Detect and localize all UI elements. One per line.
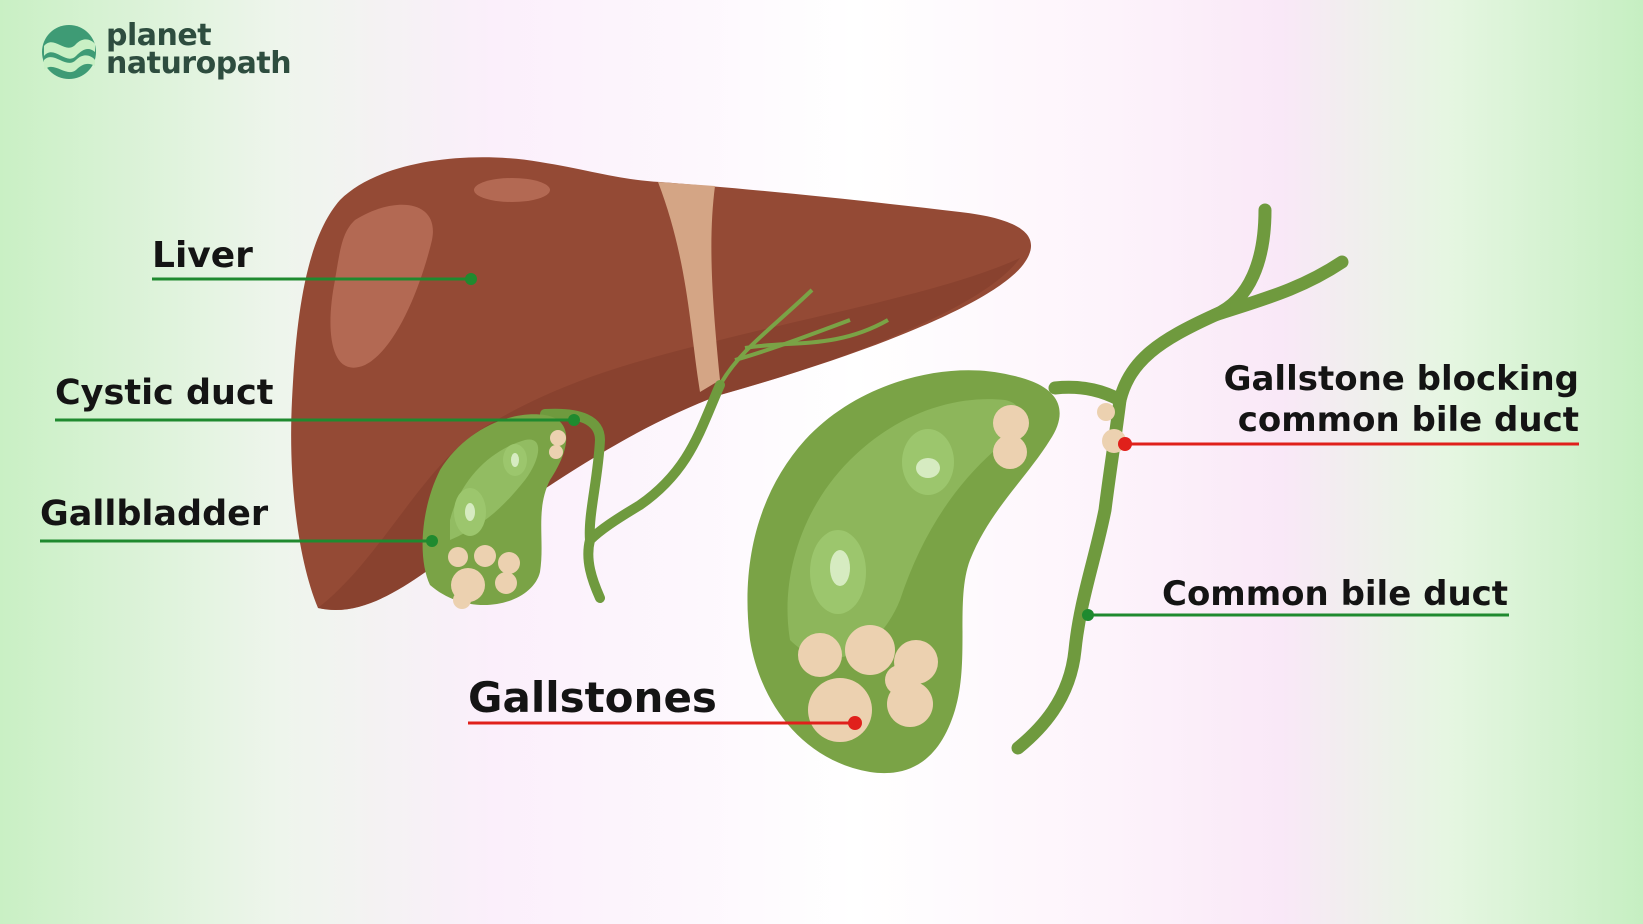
right-gallbladder	[747, 370, 1126, 774]
label-gallstone-blocking-line2: common bile duct	[1237, 400, 1579, 440]
leader-cystic-duct	[55, 414, 580, 426]
logo-wordmark: planet naturopath	[106, 18, 292, 81]
label-gallstone-blocking-line1: Gallstone blocking	[1223, 359, 1579, 399]
liver-highlight-small	[474, 178, 550, 202]
logo-line2: naturopath	[106, 46, 292, 81]
leader-gallbladder	[40, 535, 438, 547]
liver-ligament	[658, 182, 720, 392]
leader-liver	[152, 273, 477, 285]
wave-circle-icon	[42, 25, 96, 79]
label-gallstones: Gallstones	[468, 673, 717, 722]
label-common-bile-duct: Common bile duct	[1162, 574, 1509, 614]
leader-gallstone-blocking	[1118, 437, 1579, 451]
leader-gallstones	[468, 716, 862, 730]
logo-line1: planet	[106, 18, 212, 53]
label-cystic-duct: Cystic duct	[55, 373, 274, 413]
label-liver: Liver	[152, 235, 253, 276]
right-duct-system	[1011, 203, 1349, 755]
leader-common-bile-duct	[1082, 609, 1509, 621]
left-gallbladder	[422, 414, 567, 609]
label-gallbladder: Gallbladder	[40, 494, 269, 534]
liver-highlight	[330, 204, 433, 368]
